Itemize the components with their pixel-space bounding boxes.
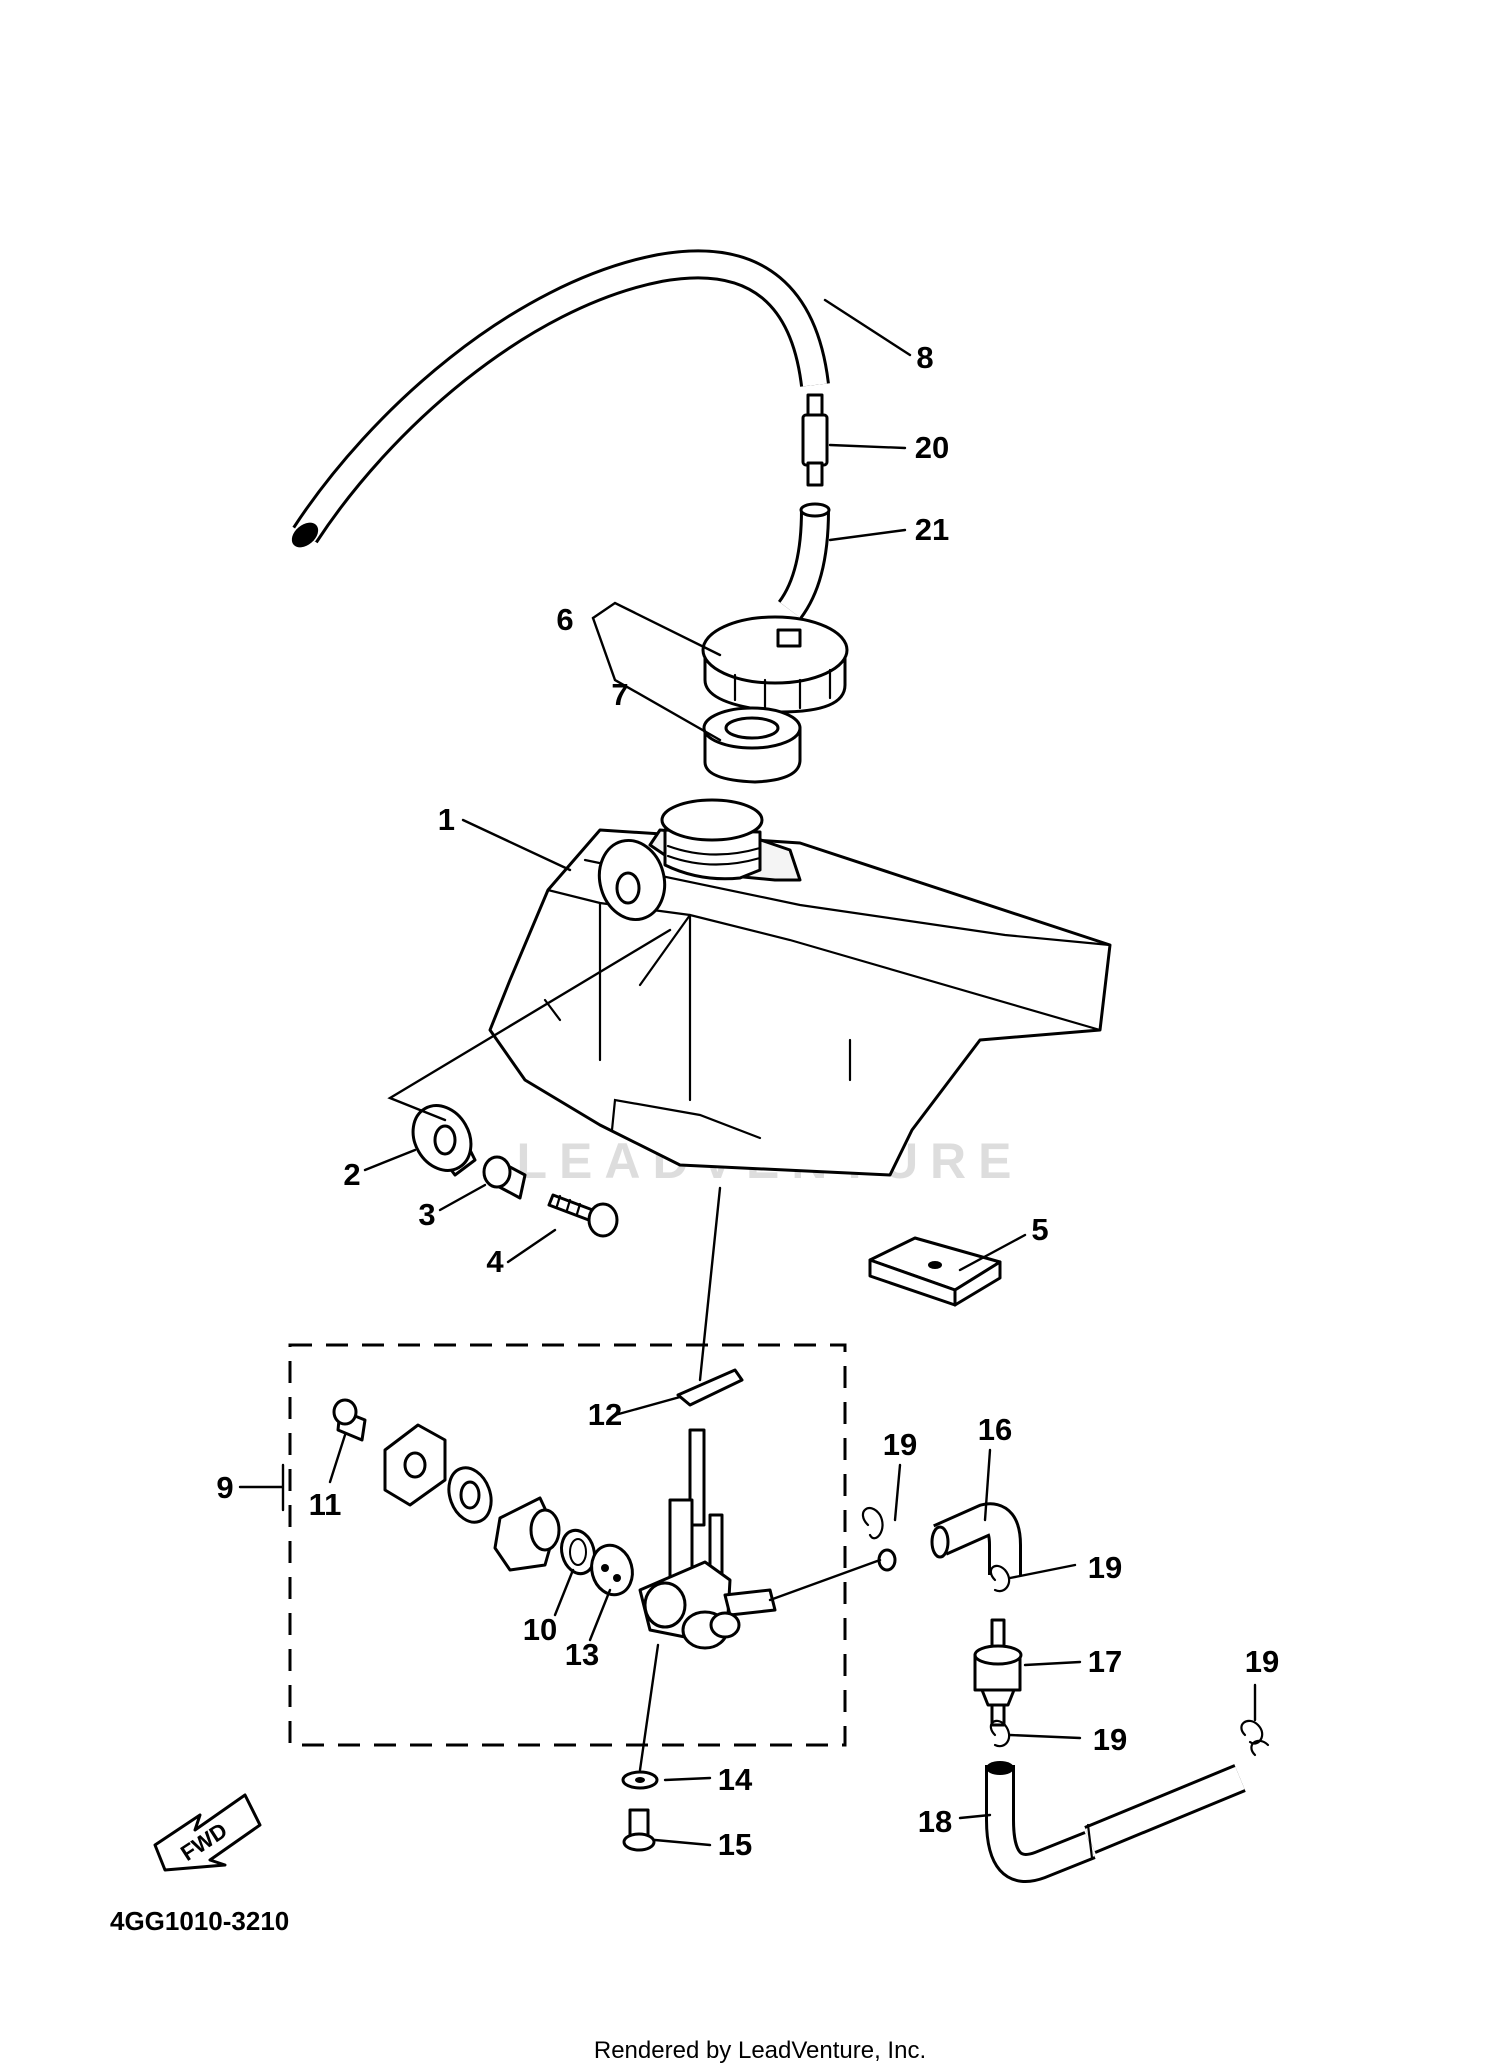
callout-labels: 1 2 3 4 5 6 7 8 9 10 11 12 13 14 15 16 1… (216, 340, 1279, 1862)
callout-14: 14 (718, 1762, 753, 1797)
valve-body (493, 1496, 561, 1572)
callout-21: 21 (915, 512, 949, 547)
fuel-cock-assembly-box (288, 1343, 847, 1747)
diaphragm (447, 1466, 493, 1524)
hose-joint-20 (801, 393, 829, 487)
callout-4: 4 (486, 1244, 504, 1279)
fuel-tank-1 (488, 798, 1112, 1177)
callout-12: 12 (588, 1397, 622, 1432)
diagram-code: 4GG1010-3210 (110, 1906, 289, 1936)
screw-11 (332, 1398, 367, 1442)
callout-19c: 19 (1093, 1722, 1127, 1757)
hose-clip-19b (989, 1564, 1011, 1593)
callout-18: 18 (918, 1804, 952, 1839)
fuel-cock-body (638, 1428, 777, 1650)
bolt-4 (547, 1193, 619, 1238)
callout-19b: 19 (1088, 1550, 1122, 1585)
centre-lines (387, 928, 882, 1772)
damper-2 (411, 1104, 477, 1177)
callout-19d: 19 (1245, 1644, 1279, 1679)
pad-5 (868, 1236, 1002, 1307)
callout-11: 11 (309, 1487, 342, 1522)
hose-clip-19d (1240, 1719, 1270, 1757)
cover-plate (383, 1423, 447, 1507)
callout-1: 1 (438, 802, 455, 837)
callout-3: 3 (418, 1197, 435, 1232)
callout-17: 17 (1088, 1644, 1122, 1679)
callout-8: 8 (916, 340, 933, 375)
washer-14 (621, 1770, 659, 1790)
callout-16: 16 (978, 1412, 1012, 1447)
fuel-cap-6 (701, 615, 849, 714)
callout-19a: 19 (883, 1427, 917, 1462)
fuel-filter-17 (973, 1618, 1023, 1727)
callout-13: 13 (565, 1637, 599, 1672)
callout-20: 20 (915, 430, 949, 465)
hose-clip-19c (989, 1719, 1011, 1748)
render-credit: Rendered by LeadVenture, Inc. (594, 2037, 926, 2064)
callout-2: 2 (343, 1157, 360, 1192)
cap-gasket-7 (702, 706, 802, 784)
fuel-hose-18 (985, 1761, 1246, 1883)
screw-15 (622, 1808, 656, 1852)
callout-15: 15 (718, 1827, 752, 1862)
callout-6: 6 (556, 602, 573, 637)
strainer-gasket-12 (676, 1368, 744, 1407)
o-ring-10 (560, 1528, 596, 1576)
callout-7: 7 (611, 677, 628, 712)
leader-lines (238, 298, 1257, 1847)
callout-5: 5 (1031, 1212, 1048, 1247)
gasket-13 (590, 1543, 634, 1597)
callout-10: 10 (523, 1612, 557, 1647)
short-hose-21 (777, 502, 831, 619)
collar-3 (482, 1155, 527, 1200)
callout-9: 9 (216, 1470, 233, 1505)
breather-hose-8 (291, 249, 830, 548)
fwd-arrow-icon: FWD (153, 1793, 262, 1872)
